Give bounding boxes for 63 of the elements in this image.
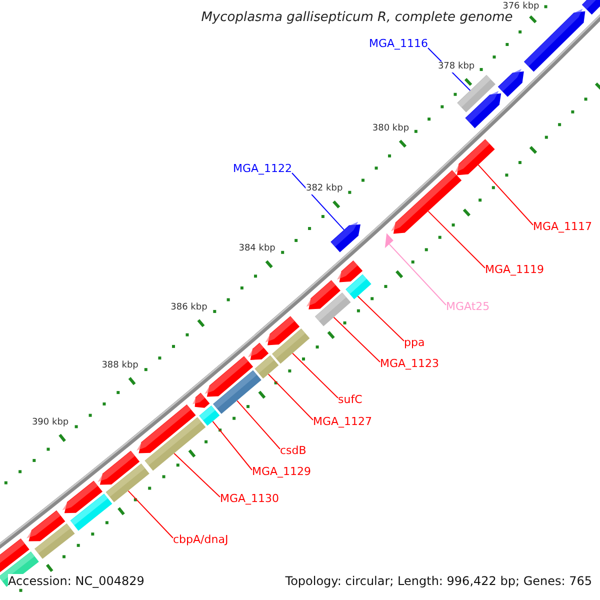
gene-bar <box>70 494 112 531</box>
gene-block <box>248 342 269 360</box>
gene-block <box>337 260 363 282</box>
title: Mycoplasma gallisepticum R, complete genome <box>201 10 513 26</box>
gene-bar <box>144 417 206 471</box>
gene-bar <box>254 355 279 379</box>
scale-label: 384 kbp <box>238 244 276 255</box>
gene-block <box>498 68 524 97</box>
gene-block <box>265 316 300 346</box>
gene-block <box>524 8 586 72</box>
scale-label: 388 kbp <box>102 360 138 372</box>
leader-line <box>333 316 380 362</box>
gene-block <box>0 538 30 575</box>
gene-block <box>204 356 254 397</box>
gene-bar <box>213 370 262 414</box>
gene-block <box>330 222 360 252</box>
gene-block <box>62 480 102 514</box>
scale-label: 382 kbp <box>306 184 343 195</box>
scale-label: 378 kbp <box>438 61 475 72</box>
gene-label: ppa <box>404 336 425 350</box>
leader-line <box>128 490 174 538</box>
gene-bar <box>34 523 75 559</box>
leader-line <box>428 210 486 268</box>
footer-text: Accession: NC_004829 <box>8 574 144 588</box>
gene-block <box>136 404 196 454</box>
gene-block <box>98 450 140 485</box>
footer-text: Topology: circular; Length: 996,422 bp; Genes: 765 <box>285 574 592 588</box>
gene-block <box>26 510 66 542</box>
leader-line <box>388 244 446 306</box>
gene-label: MGA_1117 <box>533 220 592 234</box>
gene-label: MGA_1116 <box>368 37 428 51</box>
leader-line <box>478 164 534 226</box>
gene-label: MGAt25 <box>446 300 490 314</box>
leader-line <box>292 172 345 230</box>
gene-bar <box>199 406 220 426</box>
gene-bar <box>346 274 372 300</box>
gene-block <box>306 280 340 310</box>
gene-block <box>465 90 502 128</box>
gene-block <box>192 392 210 408</box>
scale-label: 390 kbp <box>32 417 69 428</box>
gene-label: MGA_1129 <box>252 465 312 479</box>
gene-label: MGA_1123 <box>380 357 440 371</box>
gene-label: MGA_1130 <box>220 492 280 506</box>
gene-label: cbpA/dnaJ <box>173 533 228 547</box>
scale-label: 386 kbp <box>170 302 208 314</box>
gene-bar <box>106 464 150 502</box>
leader-line <box>212 420 252 470</box>
leader-line <box>174 452 220 498</box>
gene-block <box>454 139 495 176</box>
gene-label: sufC <box>338 393 362 407</box>
gene-label: MGA_1127 <box>313 415 372 429</box>
gene-bar <box>457 74 496 112</box>
gene-label: csdB <box>280 444 306 458</box>
gene-label: MGA_1119 <box>485 263 544 277</box>
trna-marker <box>384 233 394 248</box>
scale-label: 376 kbp <box>502 2 540 12</box>
gene-bar <box>272 328 310 364</box>
gene-block <box>582 0 600 15</box>
leader-line <box>268 374 314 420</box>
scale-label: 380 kbp <box>372 123 410 134</box>
gene-bar <box>314 292 351 326</box>
gene-block <box>391 170 462 234</box>
gene-label: MGA_1122 <box>232 162 292 176</box>
